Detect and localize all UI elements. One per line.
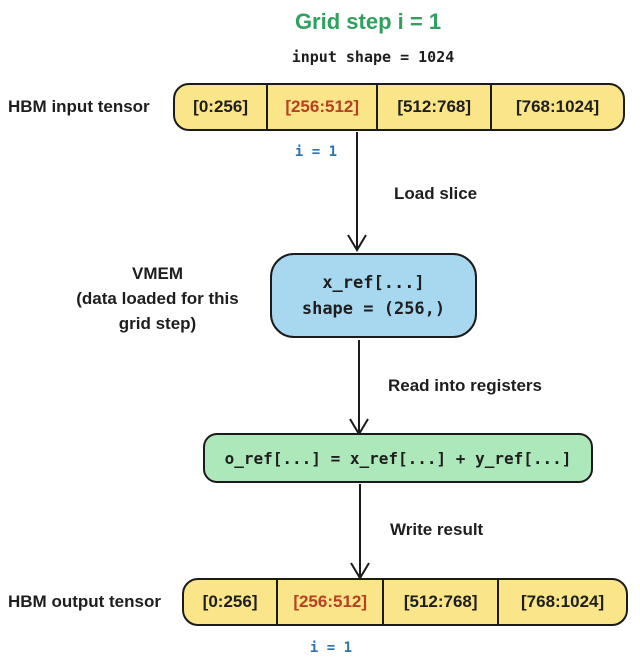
input-index-label: i = 1 [294, 144, 338, 160]
output-cell-2: [512:768] [382, 580, 497, 624]
output-cell-3: [768:1024] [497, 580, 626, 624]
diagram-title: Grid step i = 1 [294, 9, 442, 34]
vmem-label-line1: VMEM [132, 264, 183, 283]
compute-box: o_ref[...] = x_ref[...] + y_ref[...] [203, 433, 593, 483]
vmem-label-line2: (data loaded for this [76, 289, 239, 308]
vmem-code-line2: shape = (256,) [301, 298, 446, 319]
output-cell-0: [0:256] [202, 592, 258, 611]
input-shape-caption: input shape = 1024 [291, 48, 455, 66]
hbm-input-label: HBM input tensor [8, 97, 150, 116]
input-cell-0: [0:256] [193, 97, 248, 116]
input-cell-3: [768:1024] [490, 85, 623, 129]
input-cell-1: [256:512] [266, 85, 376, 129]
read-registers-label: Read into registers [388, 376, 542, 395]
arrow-load-slice [347, 132, 367, 252]
write-result-label: Write result [390, 520, 484, 539]
load-slice-label: Load slice [394, 184, 478, 203]
input-cell-2: [512:768] [376, 85, 490, 129]
vmem-side-label: VMEM (data loaded for this grid step) [35, 261, 280, 336]
output-index-label: i = 1 [309, 640, 353, 656]
compute-code: o_ref[...] = x_ref[...] + y_ref[...] [224, 448, 572, 468]
vmem-box: x_ref[...] shape = (256,) [270, 253, 477, 338]
vmem-code-line1: x_ref[...] [322, 272, 425, 293]
arrow-write-result [350, 484, 370, 580]
hbm-output-tensor: [0:256] [256:512] [512:768] [768:1024] [182, 578, 628, 626]
output-cell-1: [256:512] [276, 580, 382, 624]
arrow-read-registers [349, 340, 369, 436]
hbm-output-label: HBM output tensor [8, 592, 161, 611]
hbm-input-tensor: [0:256] [256:512] [512:768] [768:1024] [173, 83, 625, 131]
vmem-label-line3: grid step) [118, 314, 197, 333]
